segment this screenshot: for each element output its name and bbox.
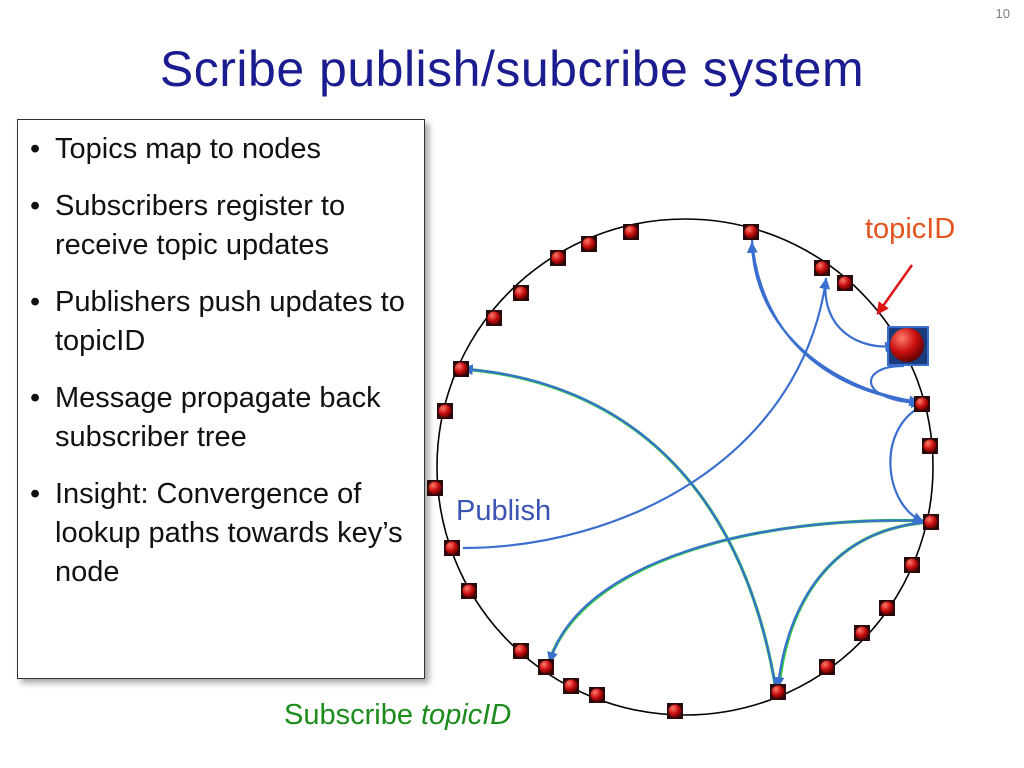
ring-node-ball [923,439,937,453]
bullet-list: • Topics map to nodes • Subscribers regist… [28,130,416,592]
paths-layer [461,239,931,691]
ring-node-ball [487,311,501,325]
subscribe-path [546,518,930,666]
publish-path [462,277,831,550]
ring-node-ball [590,688,604,702]
ring-circle [436,218,934,716]
ring-node-ball [924,515,938,529]
publish-path [824,277,897,353]
bullet-item: • Publishers push updates to topicID [28,283,416,361]
ring-node-ball [624,225,638,239]
publish-path [750,239,921,407]
ring-node-ball [855,626,869,640]
ring-node-ball [815,261,829,275]
ring-node-ball [438,404,452,418]
ring-node-ball [582,237,596,251]
bullet-text: Message propagate back subscriber tree [55,382,381,453]
publish-path [869,364,923,409]
subscribe-topic: topicID [421,699,511,731]
ring-node-ball [915,397,929,411]
subscribe-word: Subscribe [284,699,413,731]
publish-path [461,364,778,691]
ring-node-ball [514,644,528,658]
nodes-layer [427,224,939,719]
bullet-item: • Topics map to nodes [28,130,416,169]
bullet-text: Topics map to nodes [55,133,321,165]
slide-title: Scribe publish/subcribe system [159,41,865,97]
ring-node-ball [771,685,785,699]
publish-path [889,405,925,523]
bullet-item: • Message propagate back subscriber tree [28,379,416,457]
ring-node-ball [905,558,919,572]
ring-node-ball [668,704,682,718]
ring-node-ball [445,541,459,555]
bullet-dot: • [30,190,41,222]
publish-label: Publish [456,495,551,527]
ring-node-ball [462,584,476,598]
topic-arrow [876,264,914,316]
slide-number: 10 [995,6,1010,21]
bullet-text: Publishers push updates to topicID [55,286,405,357]
publish-path [773,520,931,689]
bullet-dot: • [30,478,41,510]
bullet-dot: • [30,133,41,165]
ring-node-ball [428,481,442,495]
bullet-item: • Subscribers register to receive topic u… [28,187,416,265]
ring-node-ball [514,286,528,300]
ring-node-ball [539,660,553,674]
topic-id-label: topicID [865,213,955,245]
bullet-text: Subscribers register to receive topic up… [55,190,346,261]
ring-node-ball [551,251,565,265]
ring-node-ball [454,362,468,376]
bullet-item: • Insight: Convergence of lookup paths to… [28,475,416,592]
ring-node-ball [880,601,894,615]
topic-node [890,328,924,362]
ring-node-ball [744,225,758,239]
publish-path [547,519,930,664]
bullet-box: • Topics map to nodes • Subscribers regist… [17,119,425,679]
ring-node-ball [564,679,578,693]
bullet-dot: • [30,382,41,414]
bullet-text: Insight: Convergence of lookup paths tow… [55,478,403,588]
ring-node-ball [820,660,834,674]
publish-path [746,241,921,404]
bullet-dot: • [30,286,41,318]
ring-node-ball [838,276,852,290]
